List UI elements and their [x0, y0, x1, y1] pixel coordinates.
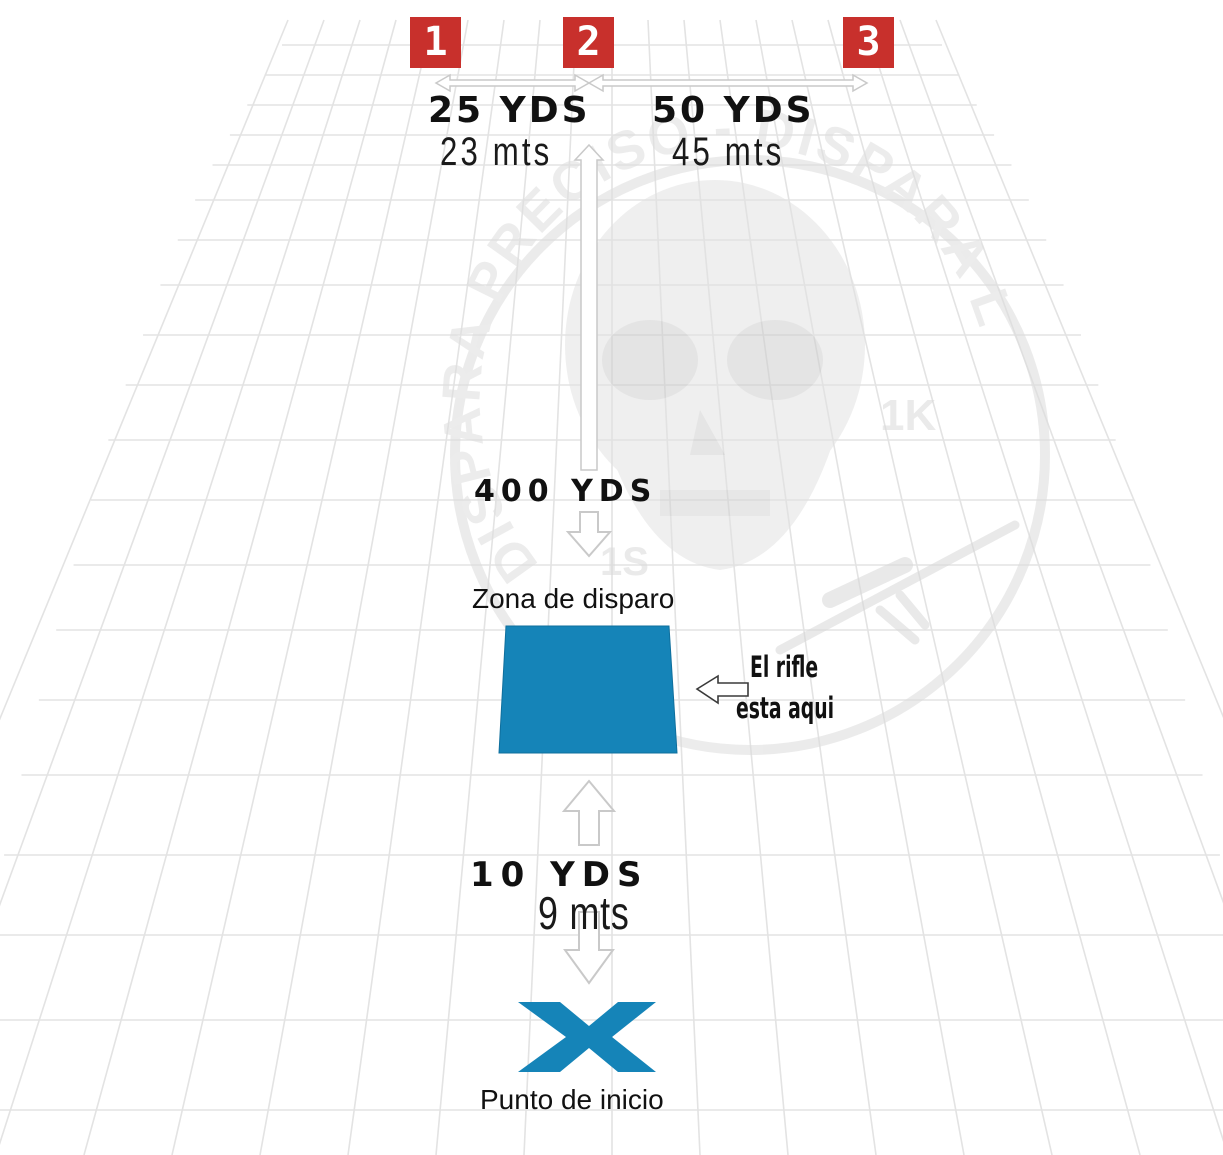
grid-line — [0, 19, 289, 721]
double-arrow-50yds — [587, 73, 869, 93]
arrow-up-10yds — [561, 779, 617, 846]
double-arrow-25yds — [434, 73, 591, 93]
skull-icon — [565, 180, 865, 570]
grid-line — [935, 19, 1223, 719]
distance-9-mts: 9 mts — [538, 887, 630, 939]
distance-25-yds: 25 YDS — [428, 90, 591, 131]
start-point-label: Punto de inicio — [480, 1084, 664, 1115]
marker-1: 1 — [410, 17, 461, 68]
arrow-up-400yds — [573, 143, 605, 471]
grid-line — [0, 19, 325, 907]
rifle-note-line1: El rifle — [750, 650, 819, 684]
grid-line — [259, 19, 469, 1155]
grid-line — [0, 19, 361, 1146]
shooting-zone-label: Zona de disparo — [472, 583, 675, 614]
marker-3: 3 — [843, 17, 894, 68]
distance-50-yds: 50 YDS — [652, 90, 815, 131]
grid-line — [791, 19, 1053, 1155]
grid-line — [347, 19, 505, 1155]
arrow-left-rifle — [695, 674, 749, 705]
distance-23-mts: 23 mts — [440, 130, 553, 174]
rifle-icon — [775, 520, 1020, 655]
grid-line — [863, 19, 1223, 1143]
marker-2: 2 — [563, 17, 614, 68]
arrow-down-small — [565, 511, 613, 558]
grid-line — [899, 19, 1223, 904]
grid-line — [83, 19, 397, 1155]
badge-1s: 1S — [600, 540, 649, 584]
distance-45-mts: 45 mts — [672, 130, 785, 174]
distance-10-yds: 10 YDS — [470, 855, 649, 895]
grid-line — [827, 19, 1141, 1155]
grid-line — [171, 19, 433, 1155]
badge-1k: 1K — [880, 391, 936, 440]
grid-line — [523, 19, 577, 1155]
start-point-x-icon — [518, 1002, 656, 1072]
distance-400-yds: 400 YDS — [474, 474, 658, 509]
rifle-note-line2: esta aqui — [736, 691, 835, 725]
arrow-down-10yds — [563, 911, 615, 985]
shooting-zone-shape — [498, 625, 678, 754]
seal-ring — [450, 155, 1050, 755]
